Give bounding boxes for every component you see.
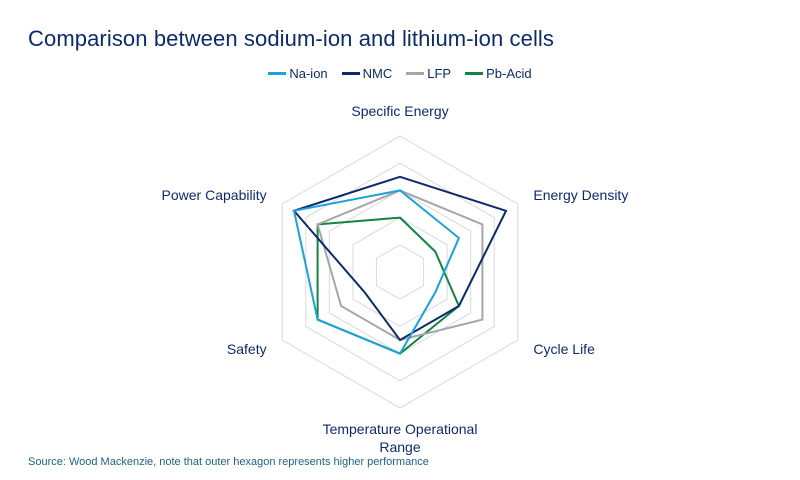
legend-item-pb-acid: Pb-Acid <box>465 66 532 81</box>
legend-item-na-ion: Na-ion <box>268 66 328 81</box>
axis-label-safety: Safety <box>227 341 267 357</box>
axis-label-specific-energy: Specific Energy <box>351 103 448 119</box>
chart-title: Comparison between sodium-ion and lithiu… <box>28 26 555 51</box>
series-line-na-ion <box>292 189 461 355</box>
legend-item-nmc: NMC <box>341 66 393 81</box>
grid-ring-5 <box>281 135 519 409</box>
legend-swatch-pb-acid <box>465 72 484 75</box>
legend: Na-ion NMC LFP Pb-Acid <box>0 66 800 81</box>
axis-label-cycle-life: Cycle Life <box>533 341 595 357</box>
legend-label-nmc: NMC <box>362 66 393 81</box>
series-line-nmc <box>292 175 508 342</box>
axis-label-energy-density: Energy Density <box>533 187 628 203</box>
legend-label-pb-acid: Pb-Acid <box>486 66 532 81</box>
grid-ring-2 <box>352 217 448 327</box>
legend-swatch-nmc <box>341 72 360 75</box>
source-note: Source: Wood Mackenzie, note that outer … <box>28 456 429 468</box>
legend-label-lfp: LFP <box>427 66 452 81</box>
grid-ring-1 <box>375 244 425 300</box>
legend-swatch-lfp <box>406 72 425 75</box>
series-layer <box>292 175 508 355</box>
axis-label-power-capability: Power Capability <box>162 187 267 203</box>
legend-swatch-na-ion <box>268 72 287 75</box>
legend-label-na-ion: Na-ion <box>289 66 328 81</box>
legend-item-lfp: LFP <box>406 66 451 81</box>
grid-ring-4 <box>305 162 495 382</box>
grid-ring-3 <box>328 189 472 355</box>
